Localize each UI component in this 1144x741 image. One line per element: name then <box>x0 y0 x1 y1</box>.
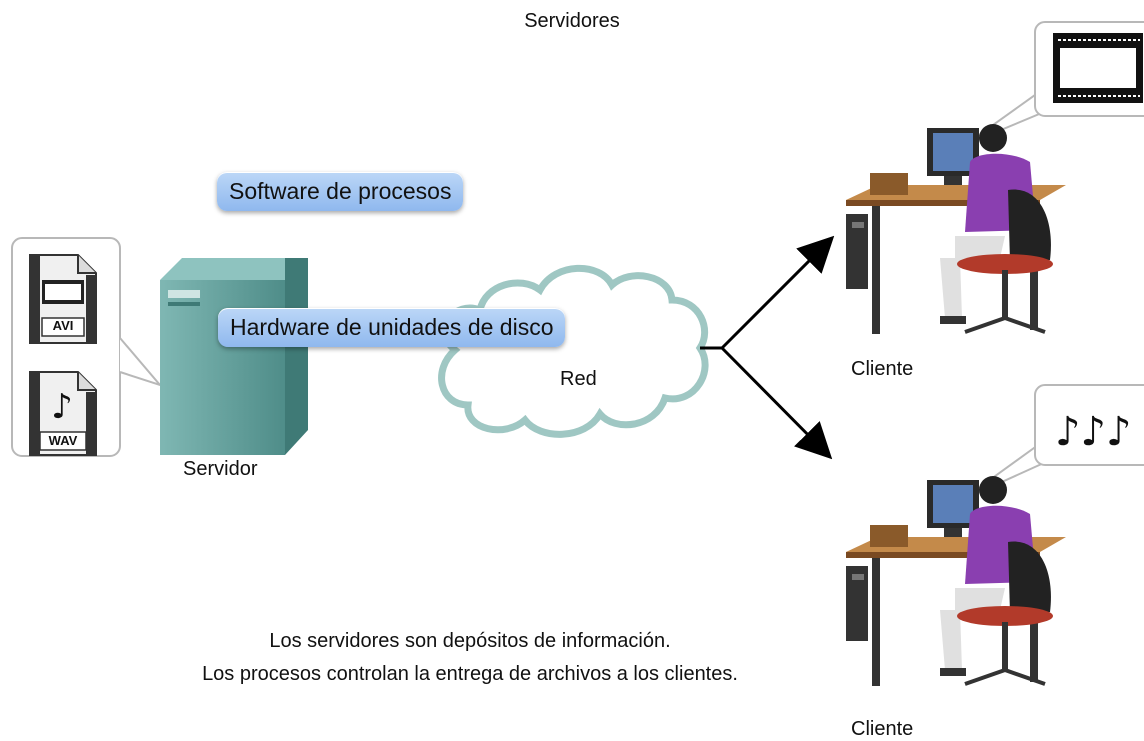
speech-bubble-video <box>964 21 1144 146</box>
network-cloud <box>438 264 709 438</box>
client-workstation-top <box>846 124 1066 334</box>
svg-text:♪: ♪ <box>51 387 73 427</box>
file-panel: ♪ <box>11 237 164 457</box>
audio-file-icon: ♪ <box>29 371 97 456</box>
server-tower <box>160 258 308 455</box>
client-workstation-bottom <box>846 476 1066 686</box>
film-icon <box>1053 33 1143 103</box>
music-notes-icon: ♪♪♪ <box>1055 409 1132 455</box>
diagram-caption: Los servidores son depósitos de informac… <box>120 625 820 691</box>
caption-line-1: Los servidores son depósitos de informac… <box>269 630 671 652</box>
hardware-callout: Hardware de unidades de disco <box>218 308 566 347</box>
server-label: Servidor <box>183 458 258 480</box>
video-file-icon <box>29 254 97 344</box>
client-label-bottom: Cliente <box>851 718 914 740</box>
wav-file-label: WAV <box>48 433 78 448</box>
network-label: Red <box>560 368 597 390</box>
software-callout: Software de procesos <box>217 172 464 211</box>
caption-line-2: Los procesos controlan la entrega de arc… <box>202 663 738 685</box>
avi-file-label: AVI <box>52 318 74 333</box>
connection-lines <box>700 235 835 460</box>
client-label-top: Cliente <box>851 358 914 380</box>
diagram-title: Servidores <box>524 10 620 32</box>
